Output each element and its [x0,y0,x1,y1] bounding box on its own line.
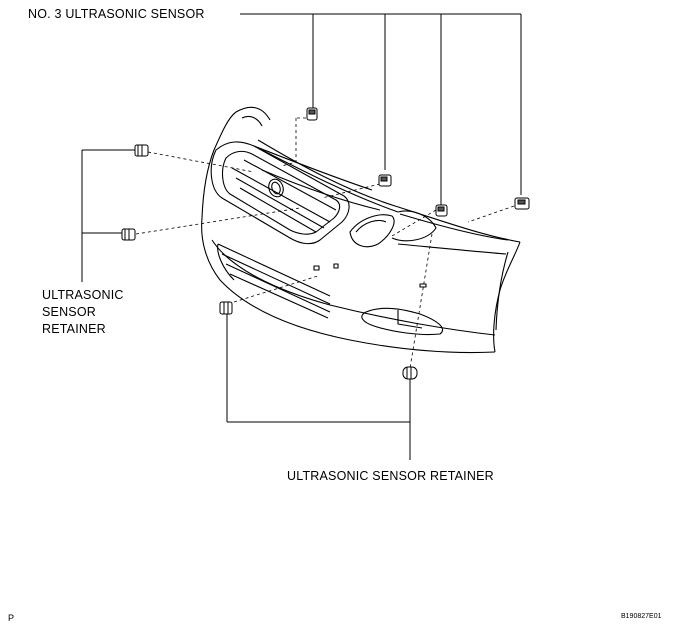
bottom-leader-lines [226,314,411,460]
left-label-line-2: SENSOR [42,305,96,319]
left-label-line-3: RETAINER [42,322,106,336]
sensor-1 [306,107,318,121]
corner-marker: P [8,613,15,623]
retainer-upper-left [134,144,149,157]
sensor-4 [514,197,530,210]
installation-guide-lines [135,117,515,369]
sensor-2 [378,174,392,187]
sensor-3 [435,204,448,217]
front-bumper [201,106,521,354]
retainer-lower-left [121,228,136,241]
left-leader-lines [81,149,135,282]
retainer-bottom-center [402,366,418,380]
ultrasonic-sensor-retainer-bottom-label: ULTRASONIC SENSOR RETAINER [287,469,494,483]
no3-ultrasonic-sensor-label: NO. 3 ULTRASONIC SENSOR [28,7,205,21]
left-label-line-1: ULTRASONIC [42,288,124,302]
figure-id: B190827E01 [621,613,662,620]
retainer-bottom-left [219,301,233,315]
ultrasonic-sensor-retainer-left-label: ULTRASONIC SENSOR RETAINER [42,287,124,338]
ultrasonic-sensors [306,107,530,217]
top-leader-lines [240,13,522,205]
sensor-retainers [121,144,418,380]
